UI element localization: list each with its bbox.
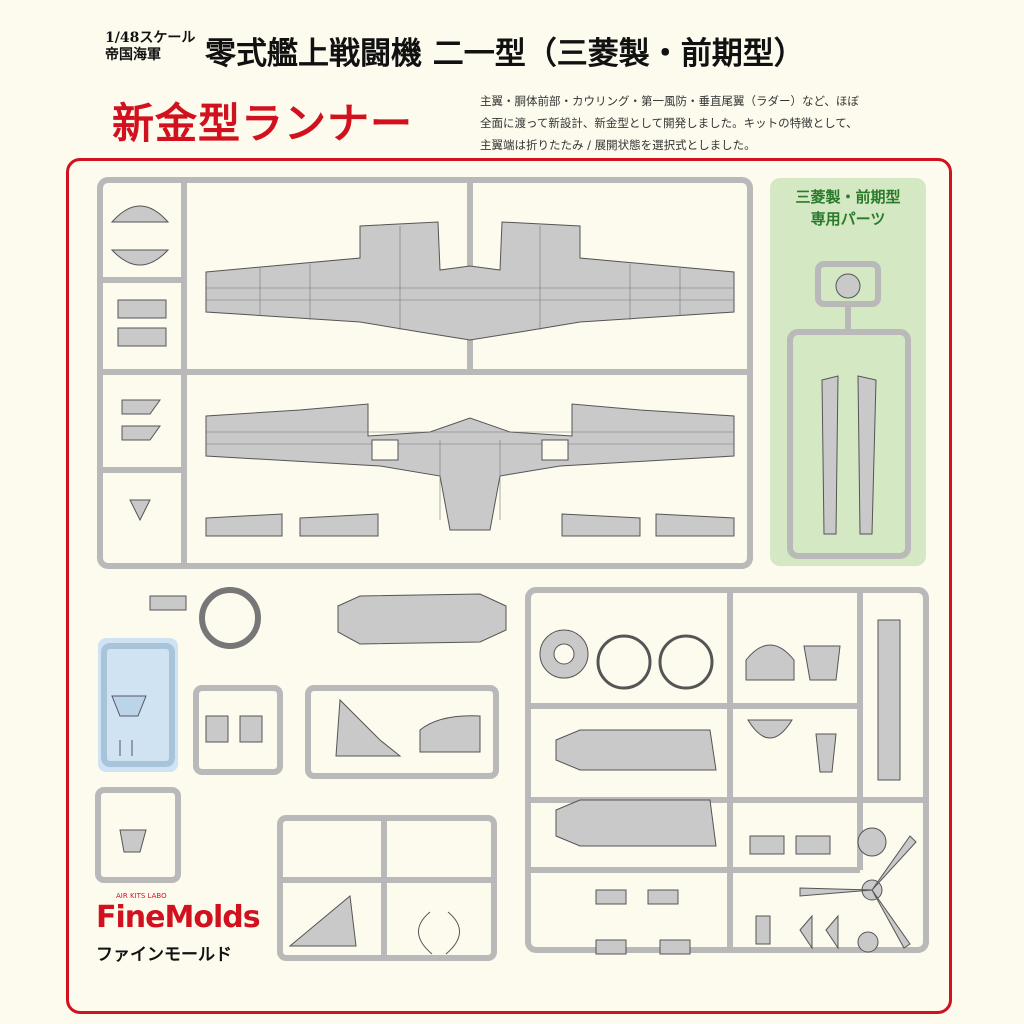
brand-logo-jp: ファインモールド bbox=[96, 945, 232, 965]
description-line: 主翼端は折りたたみ / 展開状態を選択式としました。 bbox=[480, 138, 756, 152]
scale-label: 1/48スケール 帝国海軍 bbox=[105, 30, 196, 63]
flap-parts bbox=[205, 513, 735, 537]
page-title: 零式艦上戦闘機 二一型（三菱製・前期型） bbox=[205, 36, 805, 72]
cowling-ring bbox=[199, 587, 261, 649]
brand-logo: FineMolds bbox=[96, 900, 261, 935]
small-parts-lower-right bbox=[595, 835, 839, 955]
special-parts bbox=[821, 273, 877, 535]
cockpit-floor-part bbox=[149, 593, 507, 645]
misc-parts-lower-left bbox=[119, 698, 481, 955]
clear-parts bbox=[111, 695, 147, 756]
lower-wing-part bbox=[205, 403, 735, 531]
description-line: 全面に渡って新設計、新金型として開発しました。キットの特徴として、 bbox=[480, 116, 858, 130]
propeller-part bbox=[799, 827, 917, 953]
engine-parts bbox=[539, 619, 901, 847]
small-parts-left bbox=[110, 205, 170, 522]
description: 主翼・胴体前部・カウリング・第一風防・垂直尾翼（ラダー）など、ほぼ 全面に渡って… bbox=[480, 90, 920, 156]
description-line: 主翼・胴体前部・カウリング・第一風防・垂直尾翼（ラダー）など、ほぼ bbox=[480, 94, 859, 108]
special-parts-label: 三菱製・前期型 専用パーツ bbox=[795, 188, 901, 228]
brand-tagline: AIR KITS LABO bbox=[116, 892, 167, 900]
special-parts-panel bbox=[770, 178, 926, 566]
page-subtitle: 新金型ランナー bbox=[112, 99, 414, 148]
upper-wing-part bbox=[205, 221, 735, 341]
runner-frame bbox=[66, 158, 952, 1014]
